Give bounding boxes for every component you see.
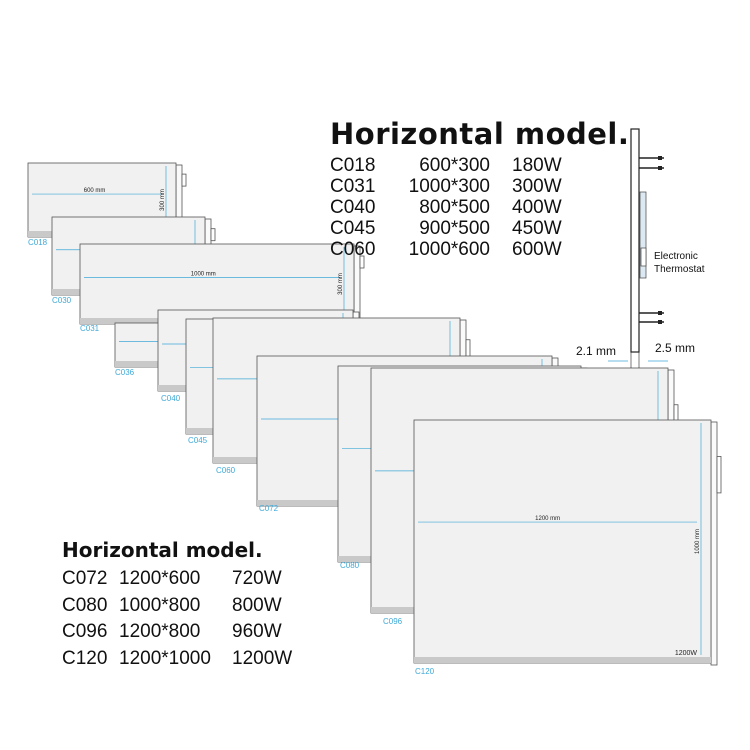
bottom-list-title: Horizontal model.	[62, 538, 263, 562]
wattage: 600W	[512, 239, 562, 260]
thermostat-knob-icon	[359, 255, 365, 269]
dimensions: 900*500	[419, 218, 490, 239]
model-code-label: C031	[80, 324, 100, 333]
panel-face	[413, 419, 712, 664]
screw-icon	[658, 156, 662, 160]
height-label: 300 mm	[160, 189, 166, 211]
model-code-label: C045	[188, 436, 208, 445]
width-label: 1200 mm	[535, 516, 560, 522]
wattage: 800W	[232, 594, 282, 616]
dimensions: 1200*1000	[119, 647, 211, 669]
panel-bottom-edge	[414, 657, 711, 663]
model-code-label: C030	[52, 296, 72, 305]
screw-icon	[658, 320, 662, 324]
model-code: C080	[62, 594, 108, 616]
width-label: 600 mm	[84, 188, 106, 194]
wattage: 180W	[512, 155, 562, 176]
screw-icon	[658, 311, 662, 315]
top-list-title: Horizontal model.	[330, 117, 630, 151]
model-code: C045	[330, 218, 376, 239]
wattage-label: 1200W	[675, 650, 698, 657]
model-code: C060	[330, 239, 376, 260]
model-code-label: C120	[415, 667, 435, 676]
model-code-label: C040	[161, 394, 181, 403]
dimensions: 1200*800	[119, 621, 201, 642]
wattage: 400W	[512, 197, 562, 218]
gap-right-label: 2.5 mm	[655, 341, 696, 355]
height-label: 1000 mm	[695, 529, 701, 554]
model-code-label: C036	[115, 368, 135, 377]
wattage: 300W	[512, 176, 562, 197]
model-code-label: C060	[216, 466, 236, 475]
dimensions: 800*500	[419, 197, 490, 218]
screw-icon	[658, 166, 662, 170]
wattage: 1200W	[232, 647, 293, 669]
wattage: 960W	[232, 621, 282, 642]
model-code: C018	[330, 155, 376, 176]
thermostat-knob-icon	[181, 173, 187, 187]
model-code-label: C072	[259, 504, 279, 513]
thermostat-knob-icon	[210, 228, 216, 242]
model-code-label: C080	[340, 561, 360, 570]
model-code: C120	[62, 647, 108, 669]
dimensions: 1000*300	[408, 176, 490, 197]
thermostat-knob-icon	[716, 456, 722, 494]
panel-side	[710, 421, 718, 666]
model-code: C031	[330, 176, 376, 197]
dimensions: 1200*600	[119, 568, 201, 589]
thermostat-body	[639, 191, 647, 279]
width-label: 1000 mm	[191, 272, 216, 278]
dimensions: 1000*800	[119, 594, 201, 616]
model-code: C040	[330, 197, 376, 218]
model-code: C072	[62, 568, 108, 589]
model-code: C096	[62, 621, 108, 642]
dimensions: 1000*600	[408, 239, 490, 260]
thermostat-label: Electronic Thermostat	[654, 251, 705, 275]
wattage: 450W	[512, 218, 562, 239]
model-code-label: C096	[383, 617, 403, 626]
dimensions: 600*300	[419, 155, 490, 176]
thermostat-switch-icon	[640, 247, 647, 267]
height-label: 300 mm	[338, 273, 344, 295]
model-code-label: C018	[28, 238, 48, 247]
side-profile	[630, 128, 640, 353]
wattage: 720W	[232, 568, 282, 589]
gap-left-label: 2.1 mm	[576, 344, 617, 358]
